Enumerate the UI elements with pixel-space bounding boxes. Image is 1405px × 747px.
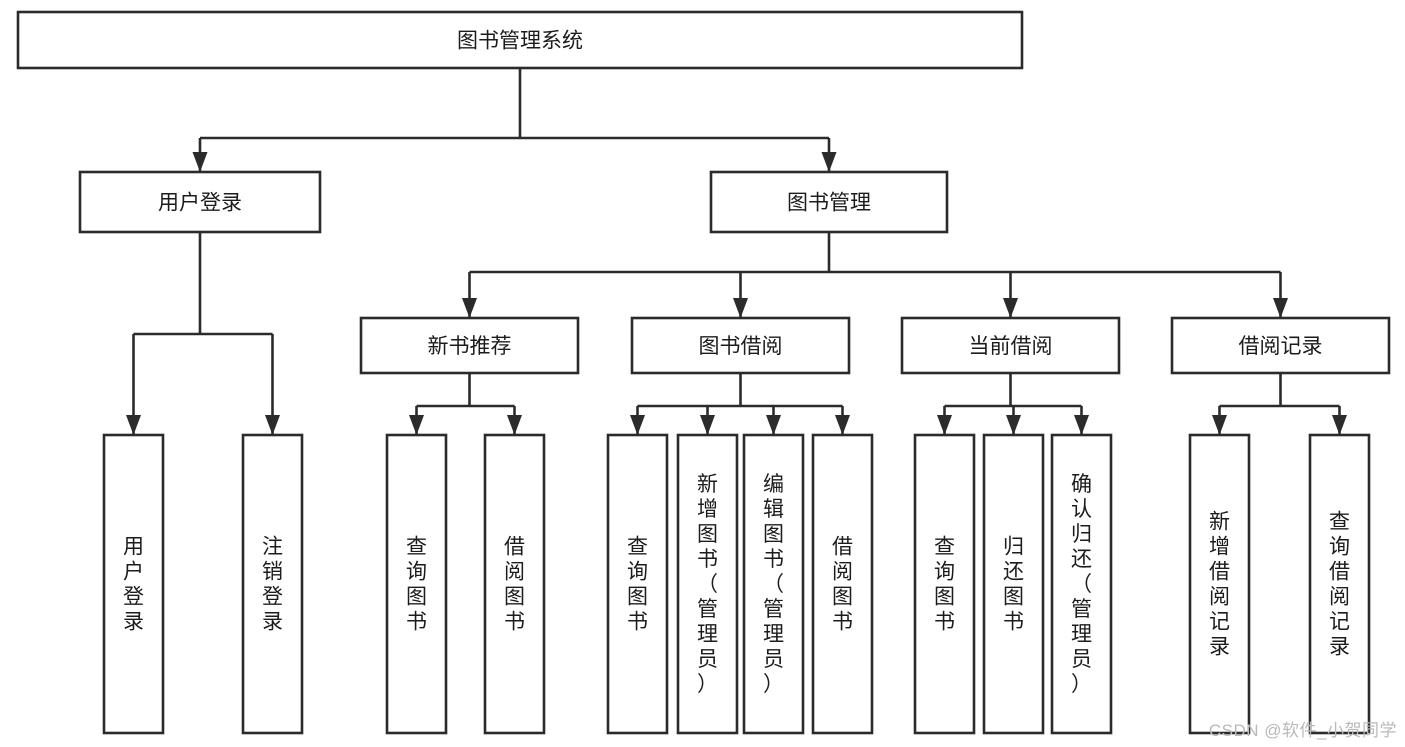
node-label: 查询图书 xyxy=(627,536,648,634)
node-label: 查询图书 xyxy=(934,536,955,634)
node-label: 借阅图书 xyxy=(832,536,853,634)
arrow-head-icon xyxy=(192,152,208,172)
node-label: 归还图书 xyxy=(1003,536,1024,634)
node-box xyxy=(900,316,1121,375)
node-label: 图书管理 xyxy=(787,192,871,215)
node-label: 当前借阅 xyxy=(969,335,1053,358)
arrow-head-icon xyxy=(630,415,645,435)
node-box xyxy=(742,433,805,735)
arrow-head-icon xyxy=(1003,298,1018,318)
node-leaf-user-logout[interactable]: 注销登录 xyxy=(241,433,304,735)
arrow-head-icon xyxy=(733,298,748,318)
node-layer: 图书管理系统用户登录图书管理新书推荐图书借阅当前借阅借阅记录用户登录注销登录查询… xyxy=(16,10,1391,735)
node-label: 用户登录 xyxy=(123,536,144,634)
node-box xyxy=(16,10,1024,70)
node-box xyxy=(1170,316,1391,375)
node-user-login[interactable]: 用户登录 xyxy=(78,170,322,234)
node-book-borrow[interactable]: 图书借阅 xyxy=(630,316,851,375)
node-box xyxy=(78,170,322,234)
node-box xyxy=(385,433,448,735)
arrow-head-icon xyxy=(409,415,424,435)
node-leaf-user-login[interactable]: 用户登录 xyxy=(102,433,165,735)
arrow-head-icon xyxy=(1212,415,1227,435)
node-box xyxy=(676,433,739,735)
node-leaf-rec-borrow[interactable]: 借阅图书 xyxy=(483,433,546,735)
arrow-head-icon xyxy=(265,415,280,435)
node-label: 图书管理系统 xyxy=(457,30,583,53)
arrow-head-icon xyxy=(1273,298,1288,318)
node-box xyxy=(1188,433,1251,735)
node-leaf-rec-add[interactable]: 新增借阅记录 xyxy=(1188,433,1251,735)
node-box xyxy=(1308,433,1371,735)
node-box xyxy=(483,433,546,735)
arrow-head-icon xyxy=(1074,415,1089,435)
node-label: 图书借阅 xyxy=(699,335,783,358)
node-box xyxy=(811,433,874,735)
node-new-book-rec[interactable]: 新书推荐 xyxy=(359,316,580,375)
arrow-head-icon xyxy=(462,298,477,318)
node-leaf-cur-confirm[interactable]: 确认归还（管理员） xyxy=(1050,433,1113,735)
node-label: 查询借阅记录 xyxy=(1329,511,1350,659)
arrow-head-icon xyxy=(937,415,952,435)
node-leaf-cur-query[interactable]: 查询图书 xyxy=(913,433,976,735)
arrow-head-icon xyxy=(1332,415,1347,435)
node-label: 编辑图书（管理员） xyxy=(763,473,784,696)
node-root-root[interactable]: 图书管理系统 xyxy=(16,10,1024,70)
node-box xyxy=(709,170,949,234)
node-label: 新书推荐 xyxy=(428,335,512,358)
node-label: 借阅图书 xyxy=(504,536,525,634)
node-box xyxy=(241,433,304,735)
node-leaf-borrow-edit[interactable]: 编辑图书（管理员） xyxy=(742,433,805,735)
node-box xyxy=(913,433,976,735)
node-leaf-borrow-add[interactable]: 新增图书（管理员） xyxy=(676,433,739,735)
node-borrow-record[interactable]: 借阅记录 xyxy=(1170,316,1391,375)
node-label: 借阅记录 xyxy=(1239,335,1323,358)
arrow-head-icon xyxy=(700,415,715,435)
node-leaf-rec-query[interactable]: 查询图书 xyxy=(385,433,448,735)
arrow-head-icon xyxy=(835,415,850,435)
node-label: 新增图书（管理员） xyxy=(697,473,718,696)
arrow-head-icon xyxy=(766,415,781,435)
node-label: 用户登录 xyxy=(158,192,242,215)
node-label: 确认归还（管理员） xyxy=(1071,473,1092,696)
node-leaf-borrow-query[interactable]: 查询图书 xyxy=(606,433,669,735)
node-box xyxy=(1050,433,1113,735)
node-leaf-rec-query2[interactable]: 查询借阅记录 xyxy=(1308,433,1371,735)
node-leaf-borrow-lend[interactable]: 借阅图书 xyxy=(811,433,874,735)
arrow-head-icon xyxy=(821,152,837,172)
node-label: 注销登录 xyxy=(262,536,283,634)
node-book-manage[interactable]: 图书管理 xyxy=(709,170,949,234)
node-label: 新增借阅记录 xyxy=(1209,511,1230,659)
arrow-head-icon xyxy=(507,415,522,435)
node-box xyxy=(630,316,851,375)
arrow-head-icon xyxy=(126,415,141,435)
node-box xyxy=(982,433,1045,735)
node-current-borrow[interactable]: 当前借阅 xyxy=(900,316,1121,375)
node-leaf-cur-return[interactable]: 归还图书 xyxy=(982,433,1045,735)
node-box xyxy=(102,433,165,735)
node-label: 查询图书 xyxy=(406,536,427,634)
connector-layer xyxy=(126,68,1347,435)
node-box xyxy=(359,316,580,375)
arrow-head-icon xyxy=(1006,415,1021,435)
node-box xyxy=(606,433,669,735)
